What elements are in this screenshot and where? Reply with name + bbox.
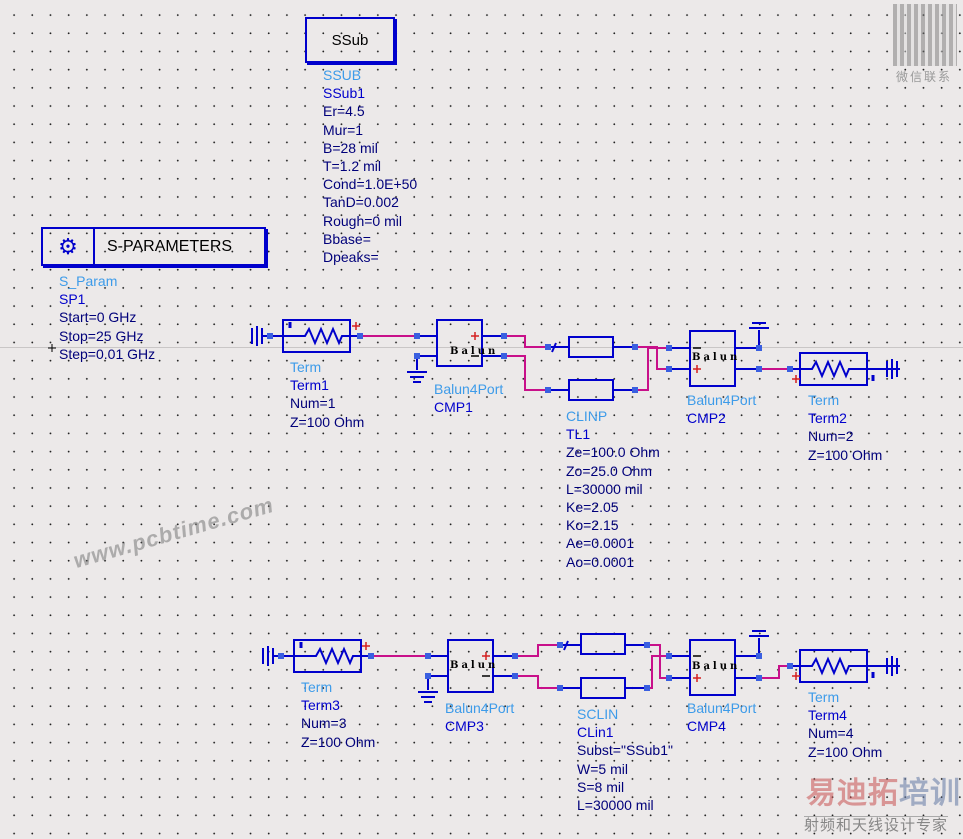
balun-label: Balun <box>450 346 499 357</box>
cmp4-symbol[interactable] <box>669 630 769 696</box>
logo-tagline: 射频和天线设计专家 <box>804 816 949 834</box>
term4-param: Z=100 Ohm <box>808 743 883 760</box>
ssub-box-label: SSub <box>331 31 369 49</box>
clin1-param: W=5 mil <box>577 760 628 777</box>
term2-param: Z=100 Ohm <box>808 446 883 463</box>
cmp2-instance: CMP2 <box>687 410 726 427</box>
balun-label: Balun <box>692 352 741 363</box>
tl1-param: Ae=0.0001 <box>566 535 635 552</box>
tl1-instance: TL1 <box>566 426 591 443</box>
cmp2-symbol[interactable] <box>669 322 769 387</box>
clin1-param: Subst="SSub1" <box>577 742 673 759</box>
term2-symbol[interactable] <box>790 352 900 386</box>
sparam-icon: ⚙ <box>43 229 95 264</box>
logo-part2: 培训 <box>899 776 961 811</box>
clin1-type: SCLIN <box>577 706 619 722</box>
cmp3-symbol[interactable] <box>418 639 515 703</box>
term4-param: Num=4 <box>808 725 854 742</box>
term3-param: Num=3 <box>301 715 347 732</box>
tl1-symbol[interactable] <box>548 336 635 401</box>
cursor-cross <box>48 344 56 352</box>
cmp3-type: Balun4Port <box>445 700 515 716</box>
ssub-component[interactable]: SSub <box>305 17 395 63</box>
sparam-param: Step=0.01 GHz <box>59 345 156 362</box>
ssub-param: Dpeaks= <box>323 248 379 265</box>
ssub-param: Cond=1.0E+50 <box>323 176 418 193</box>
logo-part1: 易迪拓 <box>806 776 899 811</box>
tl1-param: L=30000 mil <box>566 480 643 497</box>
tl1-type: CLINP <box>566 408 608 424</box>
sparam-component[interactable]: ⚙ S-PARAMETERS <box>41 227 266 266</box>
ssub-param: B=28 mil <box>323 139 378 156</box>
balun-label: Balun <box>450 660 499 671</box>
term3-type: Term <box>301 679 333 695</box>
balun-label: Balun <box>692 661 741 672</box>
ssub-param: T=1.2 mil <box>323 157 381 174</box>
ssub-param: Rough=0 mil <box>323 212 402 229</box>
cmp1-instance: CMP1 <box>434 399 473 416</box>
sparam-params: S_Param SP1 Start=0 GHz Stop=25 GHz Step… <box>59 272 155 363</box>
ssub-param: Mur=1 <box>323 121 364 138</box>
term3-symbol[interactable] <box>262 639 371 673</box>
cmp1-symbol[interactable] <box>407 319 504 383</box>
term4-instance: Term4 <box>808 707 847 724</box>
term4-symbol[interactable] <box>790 649 900 683</box>
term3-instance: Term3 <box>301 697 340 714</box>
ssub-param: TanD=0.002 <box>323 194 399 211</box>
tl1-param: Ze=100.0 Ohm <box>566 444 660 461</box>
sparam-param: Stop=25 GHz <box>59 327 144 344</box>
sparam-box-label: S-PARAMETERS <box>107 237 233 255</box>
cmp1-type: Balun4Port <box>434 381 504 397</box>
minus-marks <box>471 347 701 677</box>
tl1-param: Ke=2.05 <box>566 498 619 515</box>
ssub-type: SSUB <box>323 67 362 83</box>
clin1-param: L=30000 mil <box>577 796 654 813</box>
term1-param: Num=1 <box>290 395 336 412</box>
cmp4-type: Balun4Port <box>687 700 757 716</box>
qr-code <box>893 4 957 66</box>
clin1-symbol[interactable] <box>560 633 647 699</box>
logo: 易迪拓培训 <box>806 776 961 812</box>
ssub-param: Er=4.5 <box>323 103 365 120</box>
term1-instance: Term1 <box>290 377 329 394</box>
sparam-instance: SP1 <box>59 291 86 308</box>
cmp4-instance: CMP4 <box>687 718 726 735</box>
ssub-instance: SSub1 <box>323 85 366 102</box>
sparam-param: Start=0 GHz <box>59 309 137 326</box>
cmp2-type: Balun4Port <box>687 392 757 408</box>
term2-type: Term <box>808 392 840 408</box>
term2-param: Num=2 <box>808 428 854 445</box>
ssub-param: Bbase= <box>323 230 371 247</box>
term2-instance: Term2 <box>808 410 847 427</box>
term1-symbol[interactable] <box>251 319 360 353</box>
sparam-type: S_Param <box>59 273 118 289</box>
polarity-marks <box>352 322 800 682</box>
ssub-params: SSUB SSub1 Er=4.5 Mur=1 B=28 mil T=1.2 m… <box>323 66 417 266</box>
cmp3-instance: CMP3 <box>445 718 484 735</box>
tl1-param: Ko=2.15 <box>566 517 619 534</box>
clin1-param: S=8 mil <box>577 778 625 795</box>
tl1-param: Zo=25.0 Ohm <box>566 462 652 479</box>
qr-caption: 微信联系 <box>896 70 953 84</box>
term1-param: Z=100 Ohm <box>290 413 365 430</box>
term4-type: Term <box>808 689 840 705</box>
clin1-instance: CLin1 <box>577 724 614 741</box>
term1-type: Term <box>290 359 322 375</box>
pin-markers <box>267 333 793 691</box>
term3-param: Z=100 Ohm <box>301 733 376 750</box>
tl1-param: Ao=0.0001 <box>566 553 635 570</box>
